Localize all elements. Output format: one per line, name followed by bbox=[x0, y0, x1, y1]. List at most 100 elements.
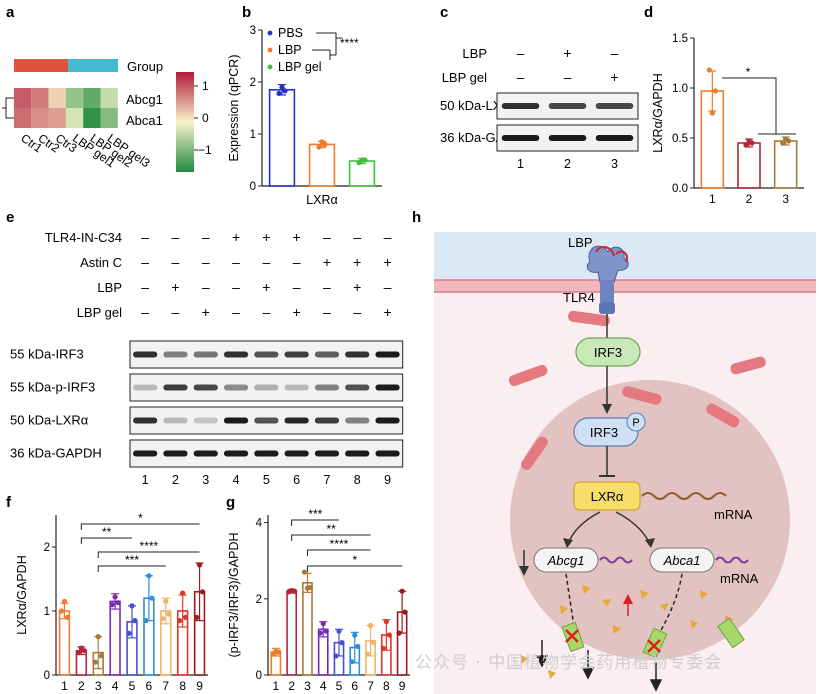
treatment-mark: + bbox=[232, 229, 240, 245]
data-point bbox=[276, 90, 282, 97]
treatment-mark: + bbox=[202, 304, 210, 320]
blot-band bbox=[284, 417, 309, 424]
abcg1-label: Abcg1 bbox=[547, 553, 585, 568]
x-tick-label: 2 bbox=[746, 192, 753, 206]
y-tick-label: 1.0 bbox=[672, 83, 688, 95]
lane-number: 4 bbox=[233, 473, 240, 487]
data-point bbox=[307, 584, 314, 590]
blot-band bbox=[133, 417, 158, 424]
x-tick-label: 4 bbox=[112, 679, 119, 693]
treatment-mark: – bbox=[232, 254, 240, 270]
heatmap-cell bbox=[65, 88, 84, 108]
treatment-mark: – bbox=[323, 279, 331, 295]
phospho-node bbox=[626, 412, 646, 432]
lane-number: 2 bbox=[172, 473, 179, 487]
blot-band bbox=[345, 450, 370, 457]
data-point bbox=[749, 140, 755, 146]
blot-band bbox=[254, 384, 279, 391]
lane-number: 1 bbox=[142, 473, 149, 487]
endoplasmic-reticulum bbox=[508, 310, 766, 471]
blot-band bbox=[163, 450, 188, 457]
panel-letter-c: c bbox=[440, 4, 448, 21]
data-point bbox=[95, 634, 101, 640]
treatment-mark: + bbox=[323, 254, 331, 270]
blot-band bbox=[223, 450, 249, 457]
abcg1-node bbox=[533, 547, 599, 573]
treatment-mark: + bbox=[353, 254, 361, 270]
x-tick-label: 7 bbox=[367, 679, 374, 693]
treatment-mark: – bbox=[141, 304, 149, 320]
blot-band bbox=[163, 417, 188, 424]
data-point bbox=[292, 588, 298, 594]
treatment-mark: + bbox=[353, 279, 361, 295]
y-tick-label: 0 bbox=[250, 181, 256, 193]
bar bbox=[58, 610, 71, 676]
heatmap-cell bbox=[14, 108, 32, 128]
row-dendrogram bbox=[2, 97, 14, 119]
y-tick-label: 1 bbox=[44, 606, 50, 618]
significance-label: **** bbox=[140, 539, 159, 553]
y-axis-label: (p-IRF3/IRF3)/GAPDH bbox=[227, 532, 241, 657]
p-irf3-label: IRF3 bbox=[590, 425, 618, 440]
abca1-label: Abca1 bbox=[663, 553, 701, 568]
data-point bbox=[282, 88, 288, 94]
panel-e-western-blot: TLR4-IN-C34–––+++–––Astin C––––––+++LBP–… bbox=[10, 229, 404, 487]
irf3-label: IRF3 bbox=[594, 345, 622, 360]
blot-band bbox=[595, 135, 634, 141]
data-point bbox=[336, 628, 342, 634]
p-irf3-node bbox=[573, 417, 639, 447]
significance-bracket bbox=[97, 565, 166, 572]
significance-label: * bbox=[746, 65, 751, 79]
data-point bbox=[196, 562, 203, 568]
colorbar-tick-0: 1 bbox=[202, 79, 209, 93]
significance-label: * bbox=[352, 553, 357, 567]
x-tick-label: 1 bbox=[61, 679, 68, 693]
data-point bbox=[399, 588, 405, 594]
data-point bbox=[709, 110, 715, 116]
panel-h-schematic: LBP TLR4 IRF3 P IRF3 LXRα mRNA Abcg1 Abc… bbox=[434, 232, 816, 694]
irf3-node bbox=[575, 337, 641, 367]
heatmap-cell bbox=[31, 88, 49, 108]
y-tick-label: 0 bbox=[256, 670, 262, 682]
data-point bbox=[352, 632, 358, 638]
data-point bbox=[75, 650, 81, 656]
x-tick-label: 2 bbox=[288, 679, 295, 693]
y-tick-label: 2 bbox=[250, 77, 256, 89]
data-point bbox=[402, 609, 408, 615]
y-tick-label: 0 bbox=[44, 670, 50, 682]
data-point bbox=[367, 622, 374, 629]
data-point bbox=[199, 589, 206, 595]
treatment-mark: – bbox=[232, 279, 240, 295]
lane-number: 5 bbox=[263, 473, 270, 487]
blot-band bbox=[375, 450, 400, 457]
x-tick-label: 1 bbox=[273, 679, 280, 693]
treatment-mark: – bbox=[202, 254, 210, 270]
heatmap-cell bbox=[48, 88, 66, 108]
abca1-node bbox=[649, 547, 715, 573]
lane-number: 8 bbox=[354, 473, 361, 487]
x-tick-label: 9 bbox=[196, 679, 203, 693]
y-tick-label: 4 bbox=[256, 518, 263, 530]
x-tick-label: 7 bbox=[162, 679, 169, 693]
panel-letters: a b c d e f g h bbox=[6, 4, 653, 511]
lane-number: 2 bbox=[564, 157, 571, 171]
treatment-mark: – bbox=[323, 304, 331, 320]
bar bbox=[302, 582, 313, 676]
treatment-label: Astin C bbox=[80, 255, 122, 270]
treatment-mark: – bbox=[564, 69, 572, 85]
x-tick-label: 6 bbox=[351, 679, 358, 693]
x-tick-label: 4 bbox=[320, 679, 327, 693]
data-point bbox=[61, 598, 68, 605]
blot-band bbox=[375, 351, 400, 358]
x-tick-label: 1 bbox=[709, 192, 716, 206]
data-point bbox=[109, 602, 115, 608]
treatment-mark: + bbox=[383, 304, 391, 320]
treatment-mark: – bbox=[323, 229, 331, 245]
data-point bbox=[149, 595, 155, 601]
treatment-mark: + bbox=[171, 279, 179, 295]
heatmap-cells bbox=[14, 88, 118, 128]
significance-bracket bbox=[316, 32, 342, 60]
blot-band bbox=[284, 384, 309, 391]
